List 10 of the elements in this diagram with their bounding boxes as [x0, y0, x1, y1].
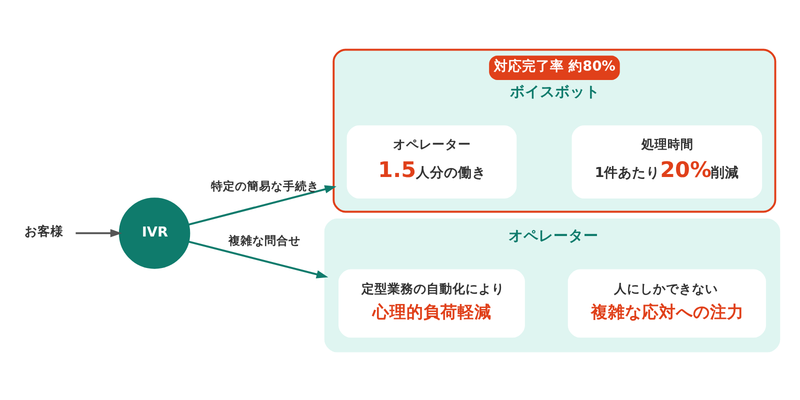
edge-label: 複雑な問合せ: [228, 233, 301, 248]
edge-label: 特定の簡易な手続き: [211, 178, 320, 192]
node-box: 人にしかできない 複雑な応対への注力: [568, 268, 766, 338]
arrow: [188, 184, 336, 226]
node-text: お客様: [24, 223, 64, 238]
node-circle: IVR: [118, 197, 190, 268]
arrow: [188, 240, 328, 278]
node-box: オペレーター 1.5人分の働き: [346, 124, 517, 198]
arrow: [76, 228, 122, 237]
node-box: 定型業務の自動化により 心理的負荷軽減: [338, 268, 525, 338]
